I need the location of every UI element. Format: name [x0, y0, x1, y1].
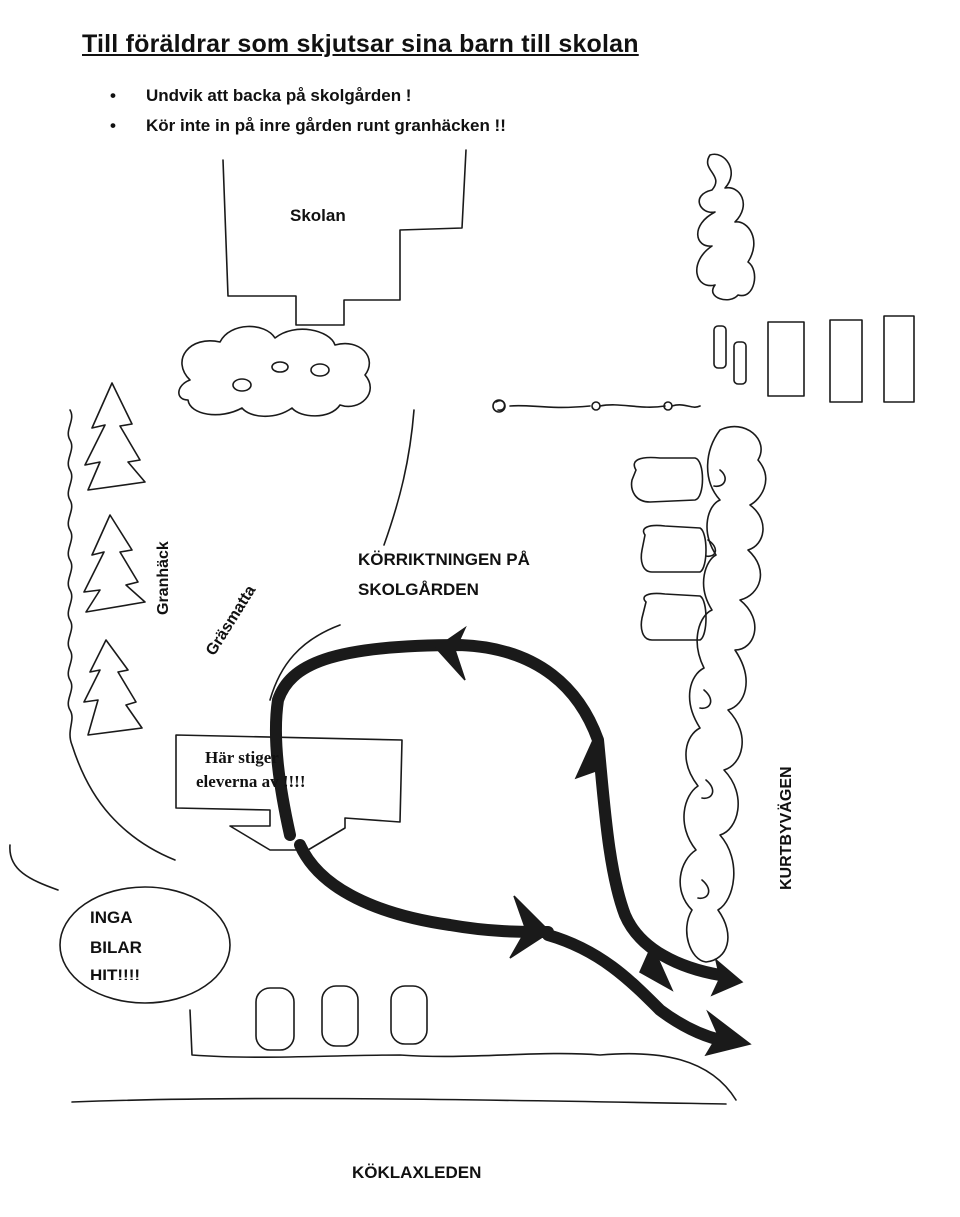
direction-label-line1: KÖRRIKTNINGEN PÅ: [358, 550, 530, 569]
curb-line: [189, 1009, 737, 1101]
parked-car: [390, 985, 428, 1045]
hedge-boundary: [67, 409, 176, 861]
arrowhead: [434, 625, 467, 681]
spruce-tree: [84, 382, 146, 491]
instruction-list: Undvik att backa på skolgården ! Kör int…: [110, 86, 506, 146]
dropoff-label-line2: eleverna av !!!!: [196, 772, 306, 791]
page-title: Till föräldrar som skjutsar sina barn ti…: [82, 30, 639, 58]
arrowhead: [509, 895, 552, 959]
parking-space: [829, 319, 863, 403]
parked-car: [640, 592, 707, 641]
instruction-item: Undvik att backa på skolgården !: [110, 86, 506, 116]
parked-car: [255, 987, 295, 1051]
no-cars-line3: HIT!!!!: [90, 966, 141, 980]
parking-space: [883, 315, 915, 403]
road-label-kurtbyvagen: KURTBYVÄGEN: [778, 766, 795, 890]
arrowhead: [710, 957, 744, 997]
no-cars-line2: BILAR: [90, 938, 142, 957]
hedge-label: Granhäck: [155, 541, 172, 615]
parked-car: [733, 341, 747, 385]
parked-car: [321, 985, 359, 1047]
traffic-direction: [269, 639, 726, 1046]
school-label: Skolan: [290, 206, 346, 225]
spruce-tree: [83, 639, 143, 736]
dropoff-label-line1: Här stiger: [205, 748, 279, 767]
parked-car: [630, 456, 704, 503]
dropoff-box: [175, 734, 403, 851]
arrowhead: [574, 735, 605, 780]
parked-car: [640, 524, 707, 573]
road-edge: [71, 1097, 727, 1105]
no-cars-oval: [59, 886, 231, 1004]
lawn-curve: [269, 624, 341, 701]
boundary-curve: [9, 844, 59, 891]
road-label-koklaxleden: KÖKLAXLEDEN: [352, 1163, 482, 1182]
arrowhead: [704, 1009, 752, 1057]
parked-car: [713, 325, 727, 369]
no-cars-line1: INGA: [90, 908, 133, 927]
direction-label-line2: SKOLGÅRDEN: [358, 580, 479, 599]
bush-column-east: [679, 425, 767, 963]
school-building: [222, 149, 467, 326]
arrowhead: [639, 943, 674, 992]
bush-column-top: [695, 153, 756, 301]
instruction-item: Kör inte in på inre gården runt granhäck…: [110, 116, 506, 146]
parking-space: [767, 321, 805, 397]
spruce-tree: [83, 514, 146, 613]
lawn-edge-line: [383, 409, 415, 546]
bush-top: [178, 325, 371, 418]
